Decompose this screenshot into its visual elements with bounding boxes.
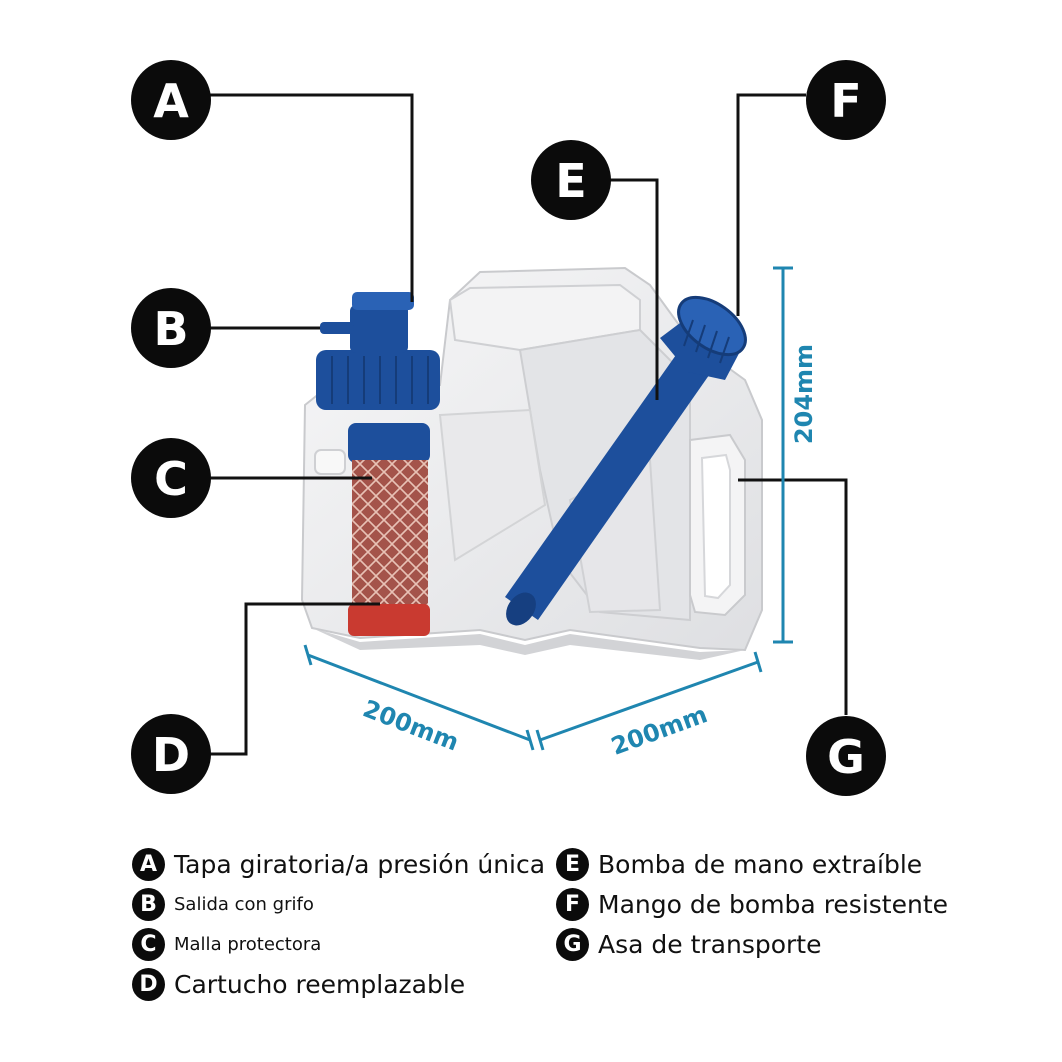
callout-e: E bbox=[531, 140, 611, 220]
legend-badge-f: F bbox=[556, 887, 589, 921]
legend-item-e: E Bomba de mano extraíble bbox=[556, 844, 948, 884]
legend-item-b: B Salida con grifo bbox=[132, 884, 545, 924]
dimension-width: 200mm bbox=[535, 651, 763, 761]
leader-d bbox=[210, 602, 380, 756]
callout-a: A bbox=[131, 60, 211, 140]
legend-text-f: Mango de bomba resistente bbox=[598, 889, 949, 919]
legend-column-right: E Bomba de mano extraíble F Mango de bom… bbox=[556, 844, 948, 964]
legend-badge-a: A bbox=[132, 847, 165, 881]
legend-badge-c: C bbox=[132, 927, 165, 961]
callout-g: G bbox=[806, 716, 886, 796]
legend-text-d: Cartucho reemplazable bbox=[174, 969, 466, 999]
leader-e bbox=[610, 178, 659, 400]
filter-cap bbox=[316, 292, 440, 410]
legend-text-g: Asa de transporte bbox=[598, 929, 822, 959]
callout-b: B bbox=[131, 288, 211, 368]
callout-d: D bbox=[131, 714, 211, 794]
legend-badge-d: D bbox=[132, 967, 165, 1001]
leader-a bbox=[210, 93, 414, 302]
legend-badge-g: G bbox=[556, 927, 589, 961]
legend: A Tapa giratoria/a presión única B Salid… bbox=[132, 844, 1012, 1014]
callout-g-letter: G bbox=[827, 730, 865, 784]
legend-badge-e: E bbox=[556, 847, 589, 881]
leader-f bbox=[736, 93, 806, 316]
legend-item-d: D Cartucho reemplazable bbox=[132, 964, 545, 1004]
dimension-height: 204mm bbox=[773, 266, 818, 644]
callout-f: F bbox=[806, 60, 886, 140]
dimension-depth-label: 200mm bbox=[359, 695, 463, 757]
callout-e-letter: E bbox=[555, 154, 586, 208]
callout-f-letter: F bbox=[830, 74, 861, 128]
callout-d-letter: D bbox=[152, 728, 190, 782]
hand-pump bbox=[505, 295, 747, 626]
legend-text-e: Bomba de mano extraíble bbox=[598, 849, 923, 879]
jerrycan-diagram: 204mm 200mm 200mm A B C D E F G bbox=[131, 60, 886, 796]
legend-text-b: Salida con grifo bbox=[174, 893, 314, 915]
filter-cartridge bbox=[348, 423, 430, 636]
leader-g bbox=[738, 478, 848, 715]
legend-item-c: C Malla protectora bbox=[132, 924, 545, 964]
legend-text-c: Malla protectora bbox=[174, 933, 322, 955]
dimension-depth: 200mm bbox=[303, 644, 535, 757]
callout-c-letter: C bbox=[154, 452, 188, 506]
legend-column-left: A Tapa giratoria/a presión única B Salid… bbox=[132, 844, 545, 1004]
legend-item-f: F Mango de bomba resistente bbox=[556, 884, 948, 924]
legend-item-a: A Tapa giratoria/a presión única bbox=[132, 844, 545, 884]
callout-a-letter: A bbox=[153, 74, 189, 128]
callout-c: C bbox=[131, 438, 211, 518]
legend-text-a: Tapa giratoria/a presión única bbox=[174, 849, 546, 879]
legend-badge-b: B bbox=[132, 887, 165, 921]
legend-item-g: G Asa de transporte bbox=[556, 924, 948, 964]
dimension-height-label: 204mm bbox=[790, 344, 818, 444]
callout-b-letter: B bbox=[153, 302, 188, 356]
